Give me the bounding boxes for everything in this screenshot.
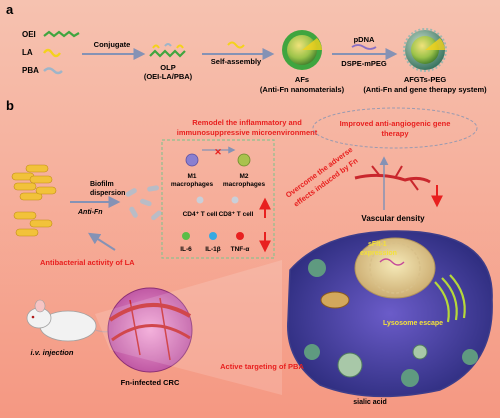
la-molecule-icon [43,48,61,58]
improved-label-2: therapy [381,129,409,138]
oei-polymer-icon [43,30,80,38]
panel-b-label: b [6,98,14,113]
biofilm-label-2: dispersion [90,190,125,197]
improved-label: Improved anti-angiogenic gene [340,119,451,128]
afs-nanoparticle-icon [282,30,322,70]
surface-nanoparticles [304,259,478,387]
svg-text:LA: LA [22,48,33,57]
pdna-icon [351,44,377,50]
legend-oei: OEI [22,30,80,39]
iv-label: i.v. injection [31,348,74,357]
block-x-icon: ✕ [214,147,222,157]
immune-box [161,139,275,259]
lysosome-label: Lysosome escape [383,320,443,327]
afgts-nanoparticle-icon [403,28,447,72]
sialic-acid-label: sialic acid [353,399,386,406]
bacteria-biofilm-icon [11,164,57,237]
svg-text:PBA: PBA [22,66,39,75]
dispersed-bacteria-icon [125,185,162,221]
pba-molecule-icon [43,67,63,75]
olp-sublabel: (OEI-LA/PBA) [144,72,193,81]
cd8-cell-icon [231,196,239,204]
active-targeting-label: Active targeting of PBA [220,362,304,371]
pdna-label: pDNA [354,35,375,44]
olp-label: OLP [160,63,175,72]
afs-label: AFs [295,75,309,84]
panel-a-label: a [6,2,14,17]
il6-dot-icon [182,232,190,240]
m1-macrophage-icon [185,153,199,167]
tnfa-label: TNF-α [231,246,250,253]
sflt-label: sFlt-1 [368,241,387,248]
anti-fn-label: Anti-Fn [77,209,103,216]
mouse-icon [26,299,121,342]
blood-vessel-icon [354,165,431,191]
afgts-label: AFGTs-PEG [404,75,447,84]
la-small-icon [227,41,245,49]
biofilm-label: Biofilm [90,181,114,188]
golgi-icon [434,274,466,323]
cd4-cell-icon [196,196,204,204]
self-assembly-label: Self-assembly [211,57,262,66]
svg-text:OEI: OEI [22,30,36,39]
crc-tumor-icon [107,287,193,373]
zoom-wedge [95,260,282,395]
antibacterial-arrow [87,232,116,251]
endosome-icon [337,352,363,378]
legend-pba: PBA [22,66,63,75]
m2-macrophage-icon [237,153,251,167]
il1b-dot-icon [209,232,217,240]
improved-ellipse [312,107,478,149]
dspe-label: DSPE-mPEG [341,59,387,68]
sflt-label-2: expression [360,250,397,257]
il1b-label: IL-1β [205,246,221,253]
conjugate-label: Conjugate [94,40,131,49]
il6-label: IL-6 [180,246,192,253]
crc-label: Fn-infected CRC [121,378,180,387]
m2-label-2: macrophages [223,181,266,188]
mitochondria-icon [320,291,350,309]
olp-polymer-icon [149,43,186,58]
nucleus-icon [354,237,436,299]
vascular-label: Vascular density [361,214,425,223]
cd8-label: CD8⁺ T cell [219,211,254,218]
afs-sublabel: (Anti-Fn nanomaterials) [260,85,345,94]
legend-la: LA [22,48,61,58]
cd4-label: CD4⁺ T cell [183,211,218,218]
tnfa-dot-icon [236,232,244,240]
remodel-label: Remodel the inflammatory and [192,118,302,127]
m1-label: M1 [187,173,196,180]
m1-label-2: macrophages [171,181,214,188]
antibacterial-label: Antibacterial activity of LA [40,258,135,267]
afgts-sublabel: (Anti-Fn and gene therapy system) [363,85,487,94]
m2-label: M2 [239,173,248,180]
tumor-cell-icon [287,230,493,398]
remodel-label-2: immunosuppressive microenvironment [177,128,318,137]
